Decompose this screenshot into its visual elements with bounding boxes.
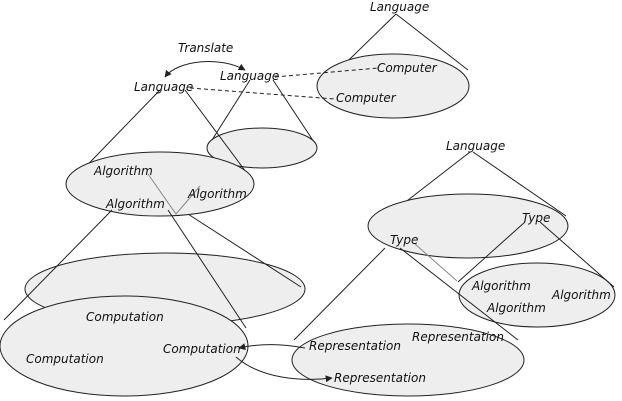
label-representation-1: Representation xyxy=(412,330,504,344)
label-algorithm-1: Algorithm xyxy=(93,164,153,178)
language-back-left-edge xyxy=(211,79,251,141)
computation-left-edge xyxy=(3,209,113,321)
language-back-right-edge xyxy=(272,79,317,146)
translate-arrow xyxy=(164,61,246,78)
computer-cone-right-edge xyxy=(395,13,469,71)
representation-right-edge xyxy=(399,247,519,341)
algorithm-right-base xyxy=(458,262,616,328)
label-type-2: Type xyxy=(390,233,418,247)
label-computation-1: Computation xyxy=(86,310,164,324)
label-algorithm-2: Algorithm xyxy=(187,187,247,201)
label-computation-3: Computation xyxy=(163,342,241,356)
label-representation-3: Representation xyxy=(334,371,426,385)
label-representation-2: Representation xyxy=(309,339,401,353)
label-language-right: Language xyxy=(446,139,505,153)
label-algorithm-3: Algorithm xyxy=(105,197,165,211)
computer-link-1 xyxy=(274,67,379,78)
representation-left-edge xyxy=(293,247,386,341)
type-connector xyxy=(414,243,458,282)
algorithm-right-right-edge xyxy=(539,221,615,288)
computation-to-representation-arrow xyxy=(235,356,333,383)
label-language-left-1: Language xyxy=(134,80,193,94)
label-translate: Translate xyxy=(178,41,233,55)
label-computer-1: Computer xyxy=(377,61,438,75)
algorithm-cone-right xyxy=(414,221,616,328)
language-front-right-edge xyxy=(184,89,253,181)
computation-right-edge xyxy=(167,209,247,329)
representation-cone xyxy=(291,247,525,397)
label-computation-2: Computation xyxy=(26,352,104,366)
language-cone-back xyxy=(206,79,318,169)
type-cone-right-edge xyxy=(472,151,567,217)
label-algorithm-4: Algorithm xyxy=(471,279,531,293)
representation-to-computation-arrow xyxy=(238,343,306,351)
language-cone-front xyxy=(65,89,255,217)
language-back-base xyxy=(206,127,318,169)
computer-link-2 xyxy=(189,87,336,100)
label-algorithm-5: Algorithm xyxy=(551,288,611,302)
type-cone-base xyxy=(367,193,569,259)
type-cone xyxy=(367,151,569,259)
algorithm-right-left-edge xyxy=(457,221,526,283)
computation-cone xyxy=(0,209,249,397)
algorithm-back-right-edge xyxy=(173,204,302,288)
label-type-1: Type xyxy=(522,211,550,225)
algorithm-connector xyxy=(147,173,201,215)
label-language-left-2: Language xyxy=(220,69,279,83)
label-computer-2: Computer xyxy=(336,91,397,105)
label-language-top: Language xyxy=(370,0,429,14)
language-front-base xyxy=(65,151,255,217)
label-algorithm-6: Algorithm xyxy=(486,301,546,315)
representation-base xyxy=(291,323,525,397)
